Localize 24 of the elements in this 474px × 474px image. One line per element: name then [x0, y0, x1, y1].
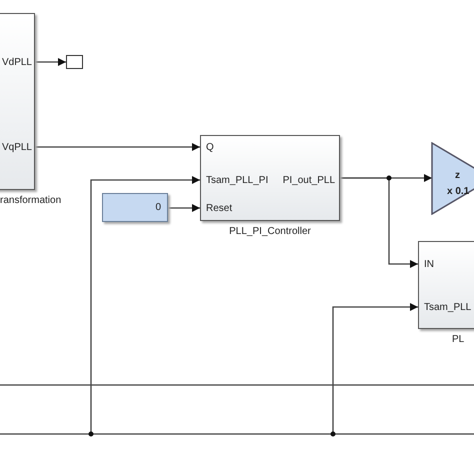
signal-arrow — [168, 204, 200, 212]
block-name: ransformation — [0, 195, 62, 206]
port-label: VqPLL — [2, 142, 32, 154]
port-label: Tsam_PLL_PI — [206, 175, 268, 187]
constant-value: 0 — [155, 202, 161, 214]
signal-arrow — [35, 58, 66, 66]
constant-block — [102, 193, 168, 222]
gain-label: x 0.1 — [447, 186, 470, 198]
signal-arrow — [332, 303, 418, 434]
subsystem-block — [418, 241, 474, 329]
port-label: Reset — [206, 203, 232, 215]
port-label: VdPLL — [2, 57, 32, 69]
block-name: PLL_PI_Controller — [229, 226, 311, 237]
port-label: IN — [424, 259, 434, 271]
subsystem-block — [200, 135, 340, 221]
signal-arrow — [340, 177, 418, 268]
goto-tag-icon — [66, 55, 83, 69]
signal-arrow — [35, 143, 200, 151]
signal-arrow — [90, 176, 200, 434]
port-label: Q — [206, 142, 214, 154]
block-name: PL — [452, 334, 464, 345]
port-label: PI_out_PLL — [282, 175, 335, 187]
port-label: Tsam_PLL — [424, 302, 472, 314]
gain-label: z — [455, 170, 460, 182]
